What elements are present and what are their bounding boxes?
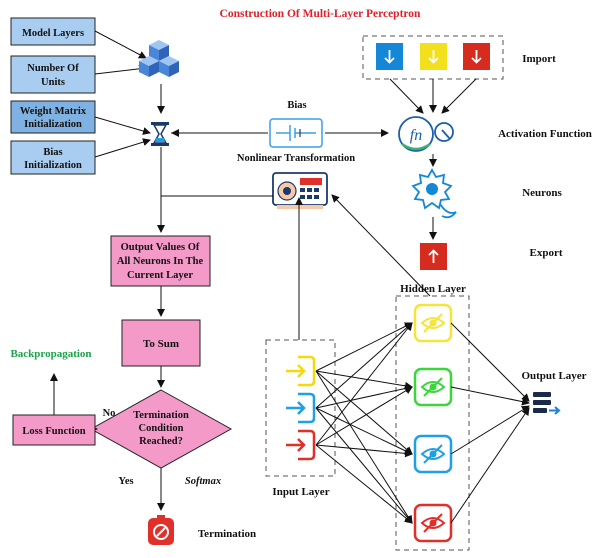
neuron-icon (411, 168, 457, 219)
input-layer-group (265, 339, 336, 477)
weight-label-line1: Weight Matrix (20, 106, 87, 117)
loss-function-label: Loss Function (22, 426, 85, 437)
hidden-layer-label: Hidden Layer (400, 283, 466, 295)
hidden-output-connections (450, 322, 530, 524)
nonlinear-label: Nonlinear Transformation (237, 153, 355, 164)
input-yellow-icon (286, 355, 316, 387)
model-layers-box (10, 17, 96, 46)
weight-label-line2: Initialization (24, 119, 82, 130)
import-red-icon (463, 43, 490, 70)
hidden-layer-group (395, 295, 470, 551)
fn-glyph: fn (410, 127, 422, 144)
output-list-icon (533, 392, 561, 415)
bias-init-box (10, 140, 96, 175)
hourglass-icon (151, 122, 169, 146)
number-of-units-box (10, 55, 96, 94)
stop-icon (148, 515, 174, 545)
input-red-icon (286, 429, 316, 461)
neurons-label: Neurons (522, 187, 562, 199)
hidden-neuron-red-icon (413, 503, 453, 543)
output-layer-label: Output Layer (521, 370, 586, 382)
diagram-title: Construction Of Multi-Layer Perceptron (220, 8, 422, 20)
to-sum-label: To Sum (143, 338, 179, 350)
processor-machine-icon (272, 172, 328, 209)
hidden-neuron-yellow-icon (413, 303, 453, 343)
hidden-neuron-blue-icon (413, 434, 453, 474)
hidden-neuron-green-icon (413, 367, 453, 407)
units-label-line1: Number Of (27, 63, 79, 74)
bias-init-line2: Initialization (24, 160, 82, 171)
backpropagation-label: Backpropagation (10, 348, 91, 360)
termination-q-line1: Termination (133, 410, 189, 421)
import-label: Import (522, 53, 556, 65)
output-values-line1: Output Values Of (121, 242, 200, 253)
units-label-line2: Units (41, 77, 65, 88)
weight-matrix-box (10, 100, 96, 134)
no-label: No (103, 408, 116, 419)
arrow-up-icon (420, 243, 447, 270)
export-label: Export (530, 247, 563, 259)
termination-q-line3: Reached? (139, 436, 183, 447)
input-layer-label: Input Layer (272, 486, 329, 498)
model-layers-label: Model Layers (22, 28, 84, 39)
import-yellow-icon (420, 43, 447, 70)
input-blue-icon (286, 392, 316, 424)
function-icon: fn (398, 116, 454, 152)
softmax-label: Softmax (185, 476, 221, 487)
import-blue-icon (376, 43, 403, 70)
termination-label: Termination (198, 528, 256, 540)
output-values-line3: Current Layer (127, 270, 193, 281)
bias-init-line1: Bias (43, 147, 62, 158)
to-sum-box (121, 319, 201, 367)
input-hidden-connections (315, 322, 413, 524)
cubes-icon (139, 40, 179, 77)
output-values-line2: All Neurons In The (117, 256, 204, 267)
activation-function-label: Activation Function (498, 128, 592, 140)
termination-q-line2: Condition (139, 423, 184, 434)
circuit-icon (269, 118, 323, 148)
yes-label: Yes (118, 476, 133, 487)
bias-label: Bias (287, 100, 306, 111)
